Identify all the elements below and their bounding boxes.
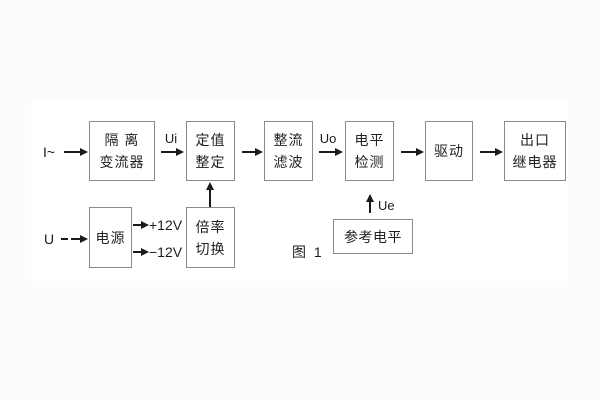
voltage-input-label: U — [44, 231, 55, 247]
block-reference-level: 参考电平 — [333, 219, 413, 254]
arrow-driver-to-relay — [480, 151, 495, 153]
figure-caption: 图 1 — [292, 244, 324, 260]
minus-12v-label: −12V — [149, 244, 183, 260]
block-rectifier-filter: 整流 滤波 — [264, 121, 313, 181]
signal-ue-label: Ue — [378, 198, 395, 213]
block-label: 变流器 — [99, 154, 145, 170]
block-label: 检测 — [354, 154, 385, 170]
arrow-reference-to-level — [369, 202, 371, 213]
arrow-rectifier-to-level — [319, 151, 335, 153]
block-ratio-switch: 倍率 切换 — [186, 207, 235, 268]
arrow-level-to-driver — [401, 151, 416, 153]
line-voltage-input — [61, 238, 68, 240]
block-label: 电源 — [95, 229, 126, 246]
plus-12v-label: +12V — [149, 217, 183, 233]
block-label: 滤波 — [273, 154, 304, 170]
block-setting-adjustment: 定值 整定 — [186, 121, 235, 181]
arrow-ratio-to-setting — [209, 190, 211, 207]
arrow-current-to-isolation — [64, 151, 80, 153]
block-label: 隔 离 — [104, 132, 140, 148]
block-label: 出口 — [520, 132, 550, 148]
arrow-setting-to-rectifier — [242, 151, 255, 153]
arrow-isolation-to-setting — [161, 151, 176, 153]
block-label: 参考电平 — [344, 228, 402, 245]
block-label: 整流 — [273, 132, 304, 148]
block-level-detection: 电平 检测 — [345, 121, 394, 181]
signal-uo-label: Uo — [319, 131, 337, 146]
current-input-label: I~ — [43, 144, 56, 160]
block-label: 定值 — [195, 132, 226, 148]
arrow-power-plus12 — [133, 224, 141, 226]
block-label: 整定 — [195, 154, 226, 170]
block-label: 倍率 — [195, 218, 226, 235]
block-output-relay: 出口 继电器 — [504, 121, 566, 181]
block-power-supply: 电源 — [89, 207, 132, 268]
block-label: 切换 — [195, 240, 226, 257]
block-label: 继电器 — [512, 154, 558, 170]
block-isolation-transformer: 隔 离 变流器 — [89, 121, 155, 181]
block-label: 驱动 — [434, 143, 464, 159]
arrow-voltage-to-power — [71, 238, 80, 240]
block-driver: 驱动 — [425, 121, 473, 181]
block-label: 电平 — [354, 132, 385, 148]
arrow-power-minus12 — [133, 251, 141, 253]
signal-ui-label: Ui — [164, 131, 178, 146]
